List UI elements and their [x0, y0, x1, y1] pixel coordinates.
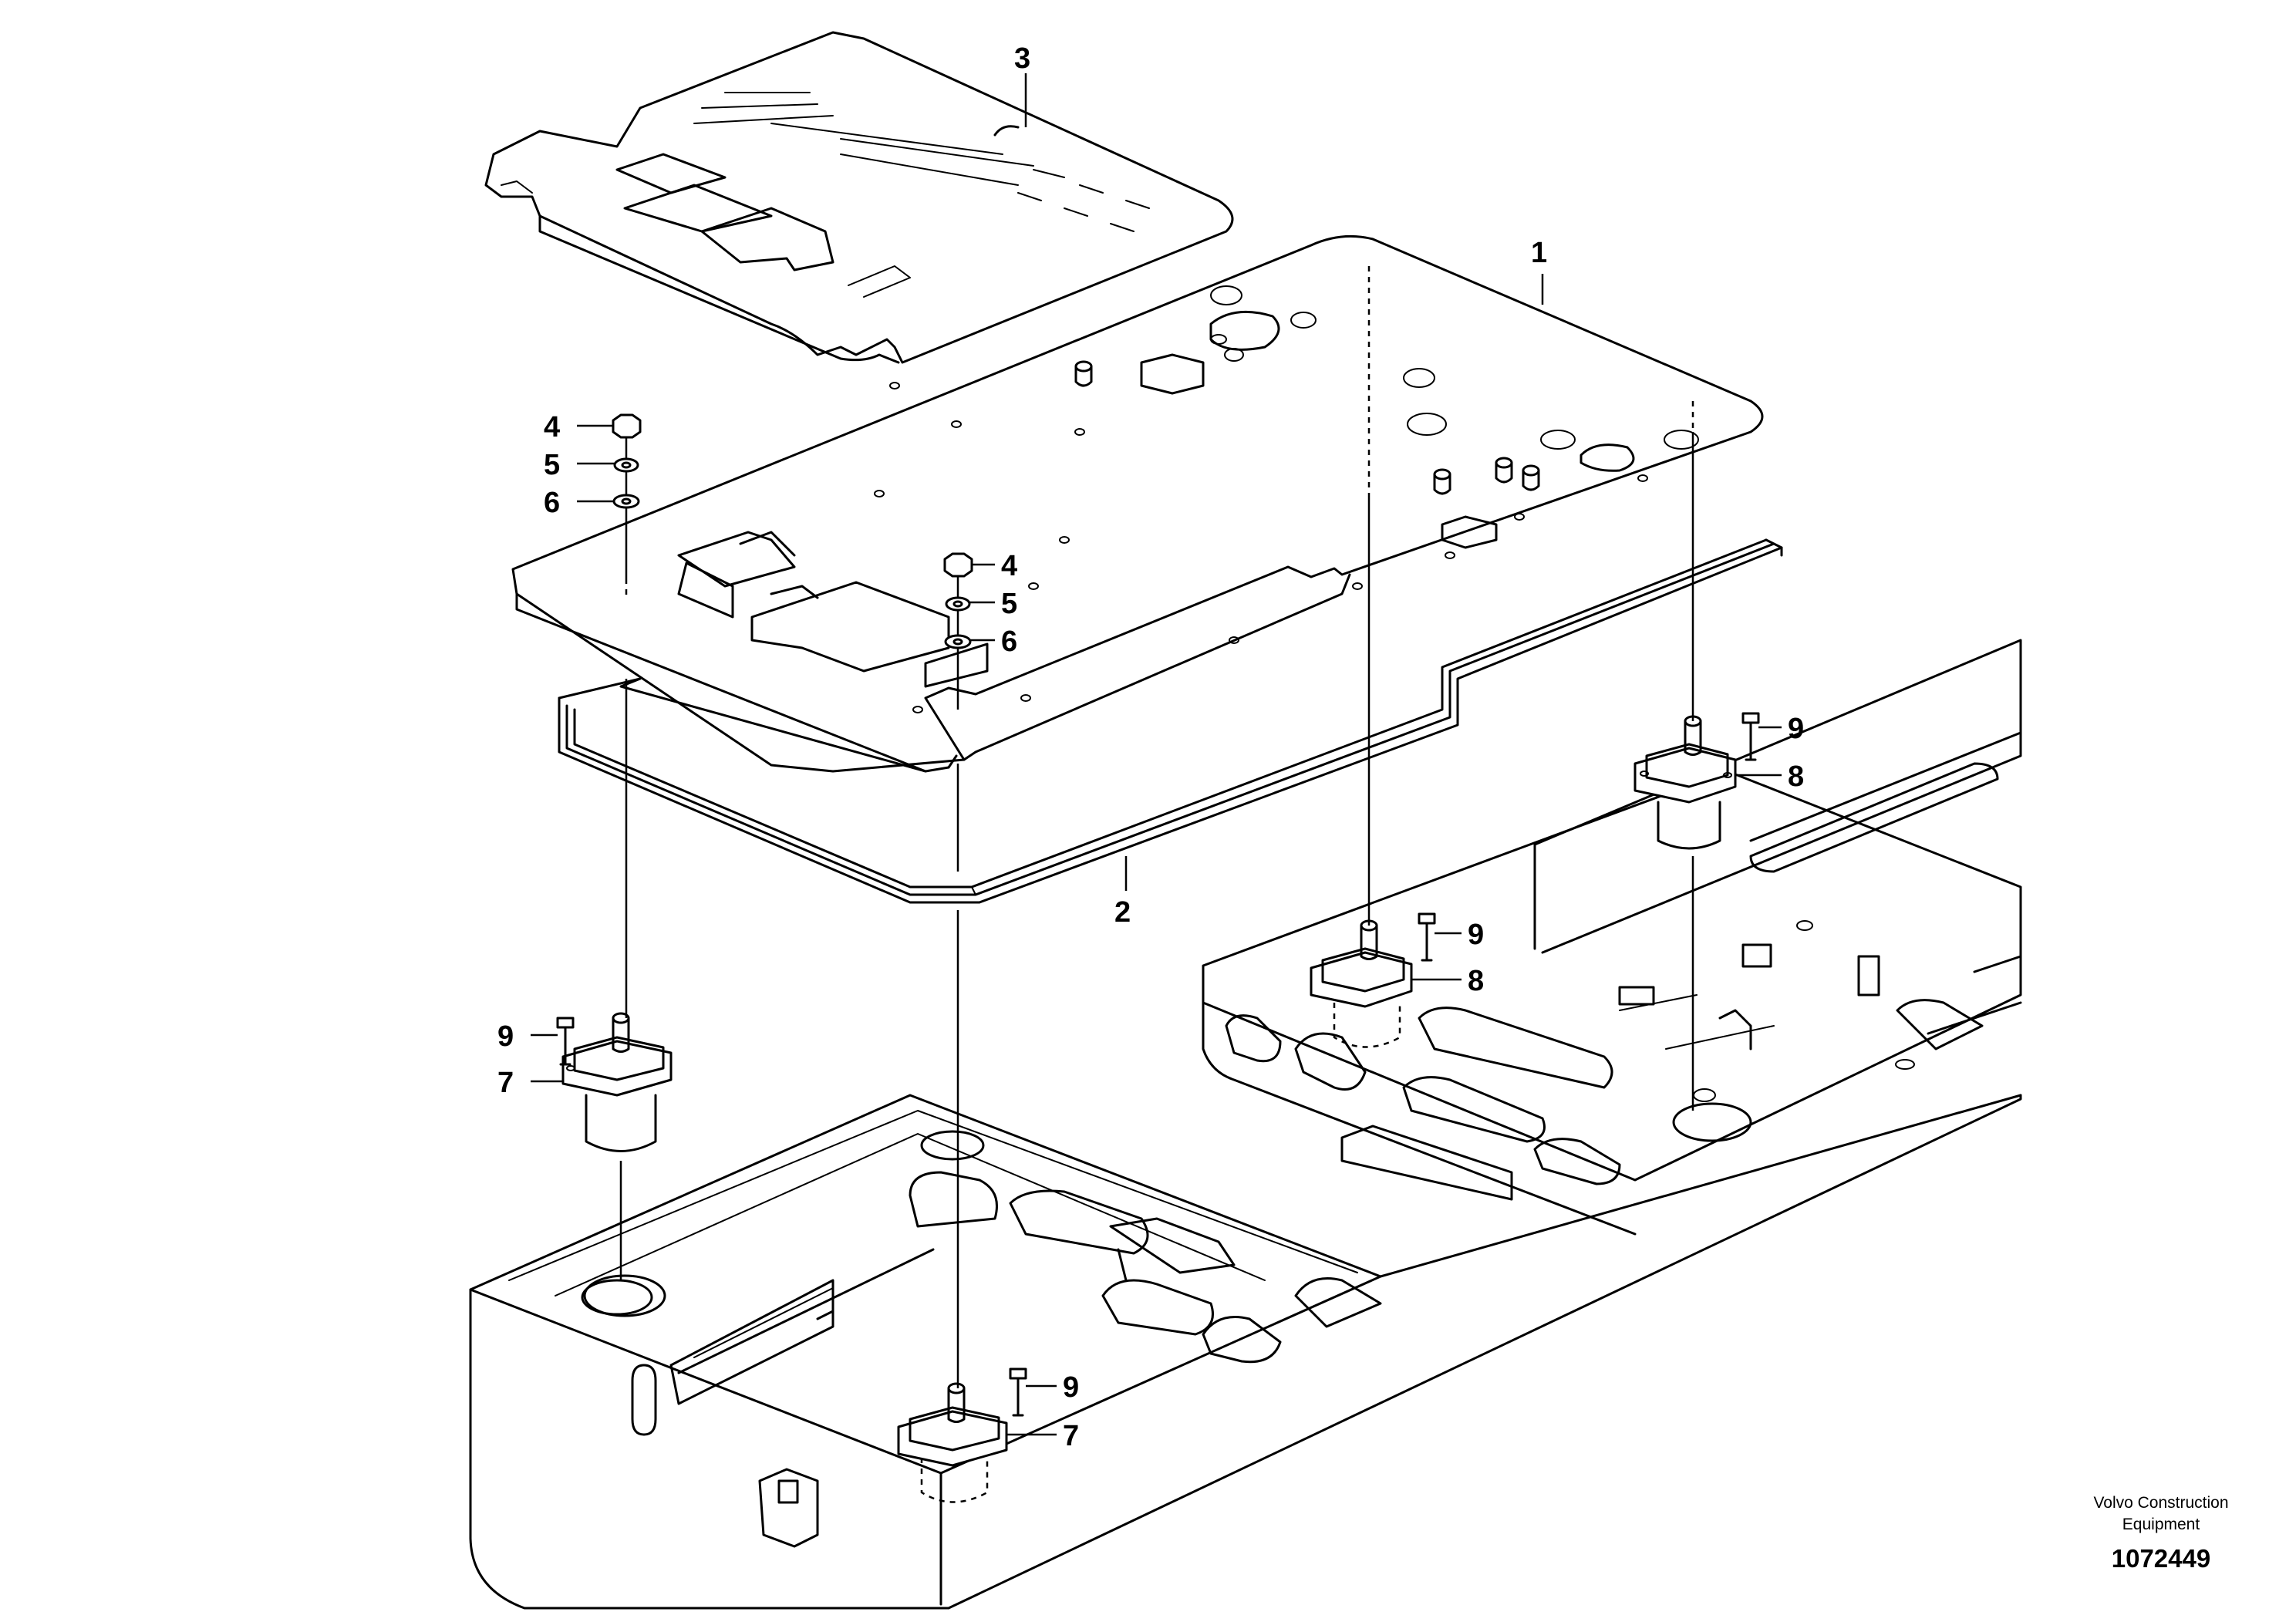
- callout-5-right: 5: [1001, 588, 1017, 620]
- floor-mat: [484, 31, 1234, 364]
- callout-6-right: 6: [1001, 626, 1017, 658]
- callout-4-left: 4: [544, 411, 560, 443]
- callout-5-left: 5: [544, 449, 560, 481]
- callout-9-rear-left: 9: [1468, 919, 1484, 951]
- callout-labels: 1 2 3 4 5 6 4 5 6 9 8 9 8 9 7 9 7: [497, 42, 1804, 1452]
- mount-front-left: [561, 1012, 673, 1152]
- footer: Volvo Construction Equipment 1072449: [2093, 1494, 2228, 1573]
- callout-6-left: 6: [544, 487, 560, 519]
- callout-leaders: [531, 73, 1782, 1436]
- mount-rear-right: [1633, 715, 1737, 850]
- callout-4-right: 4: [1001, 550, 1017, 582]
- callout-9-front-left: 9: [497, 1020, 514, 1053]
- floor-plate: [511, 234, 1764, 773]
- illustration-number: 1072449: [2112, 1544, 2210, 1573]
- mount-front-right: [897, 1382, 1008, 1503]
- callout-8-rear-right: 8: [1788, 760, 1804, 793]
- callout-2: 2: [1114, 896, 1131, 929]
- bolts: [556, 712, 1760, 1417]
- callout-7-front-left: 7: [497, 1067, 514, 1099]
- brand-line-1: Volvo Construction: [2093, 1494, 2228, 1512]
- upper-frame: [469, 639, 2022, 1610]
- mount-rear-left: [1310, 919, 1413, 1048]
- floor-seal: [558, 538, 1783, 904]
- assembly-lines: [619, 266, 1694, 1388]
- callout-9-rear-right: 9: [1788, 713, 1804, 745]
- callout-7-front-right: 7: [1063, 1420, 1079, 1452]
- nuts-and-washers: [612, 413, 973, 649]
- callout-3: 3: [1014, 42, 1030, 75]
- callout-9-front-right: 9: [1063, 1371, 1079, 1404]
- callout-1: 1: [1531, 237, 1547, 269]
- callout-8-rear-left: 8: [1468, 965, 1484, 997]
- brand-line-2: Equipment: [2122, 1516, 2200, 1533]
